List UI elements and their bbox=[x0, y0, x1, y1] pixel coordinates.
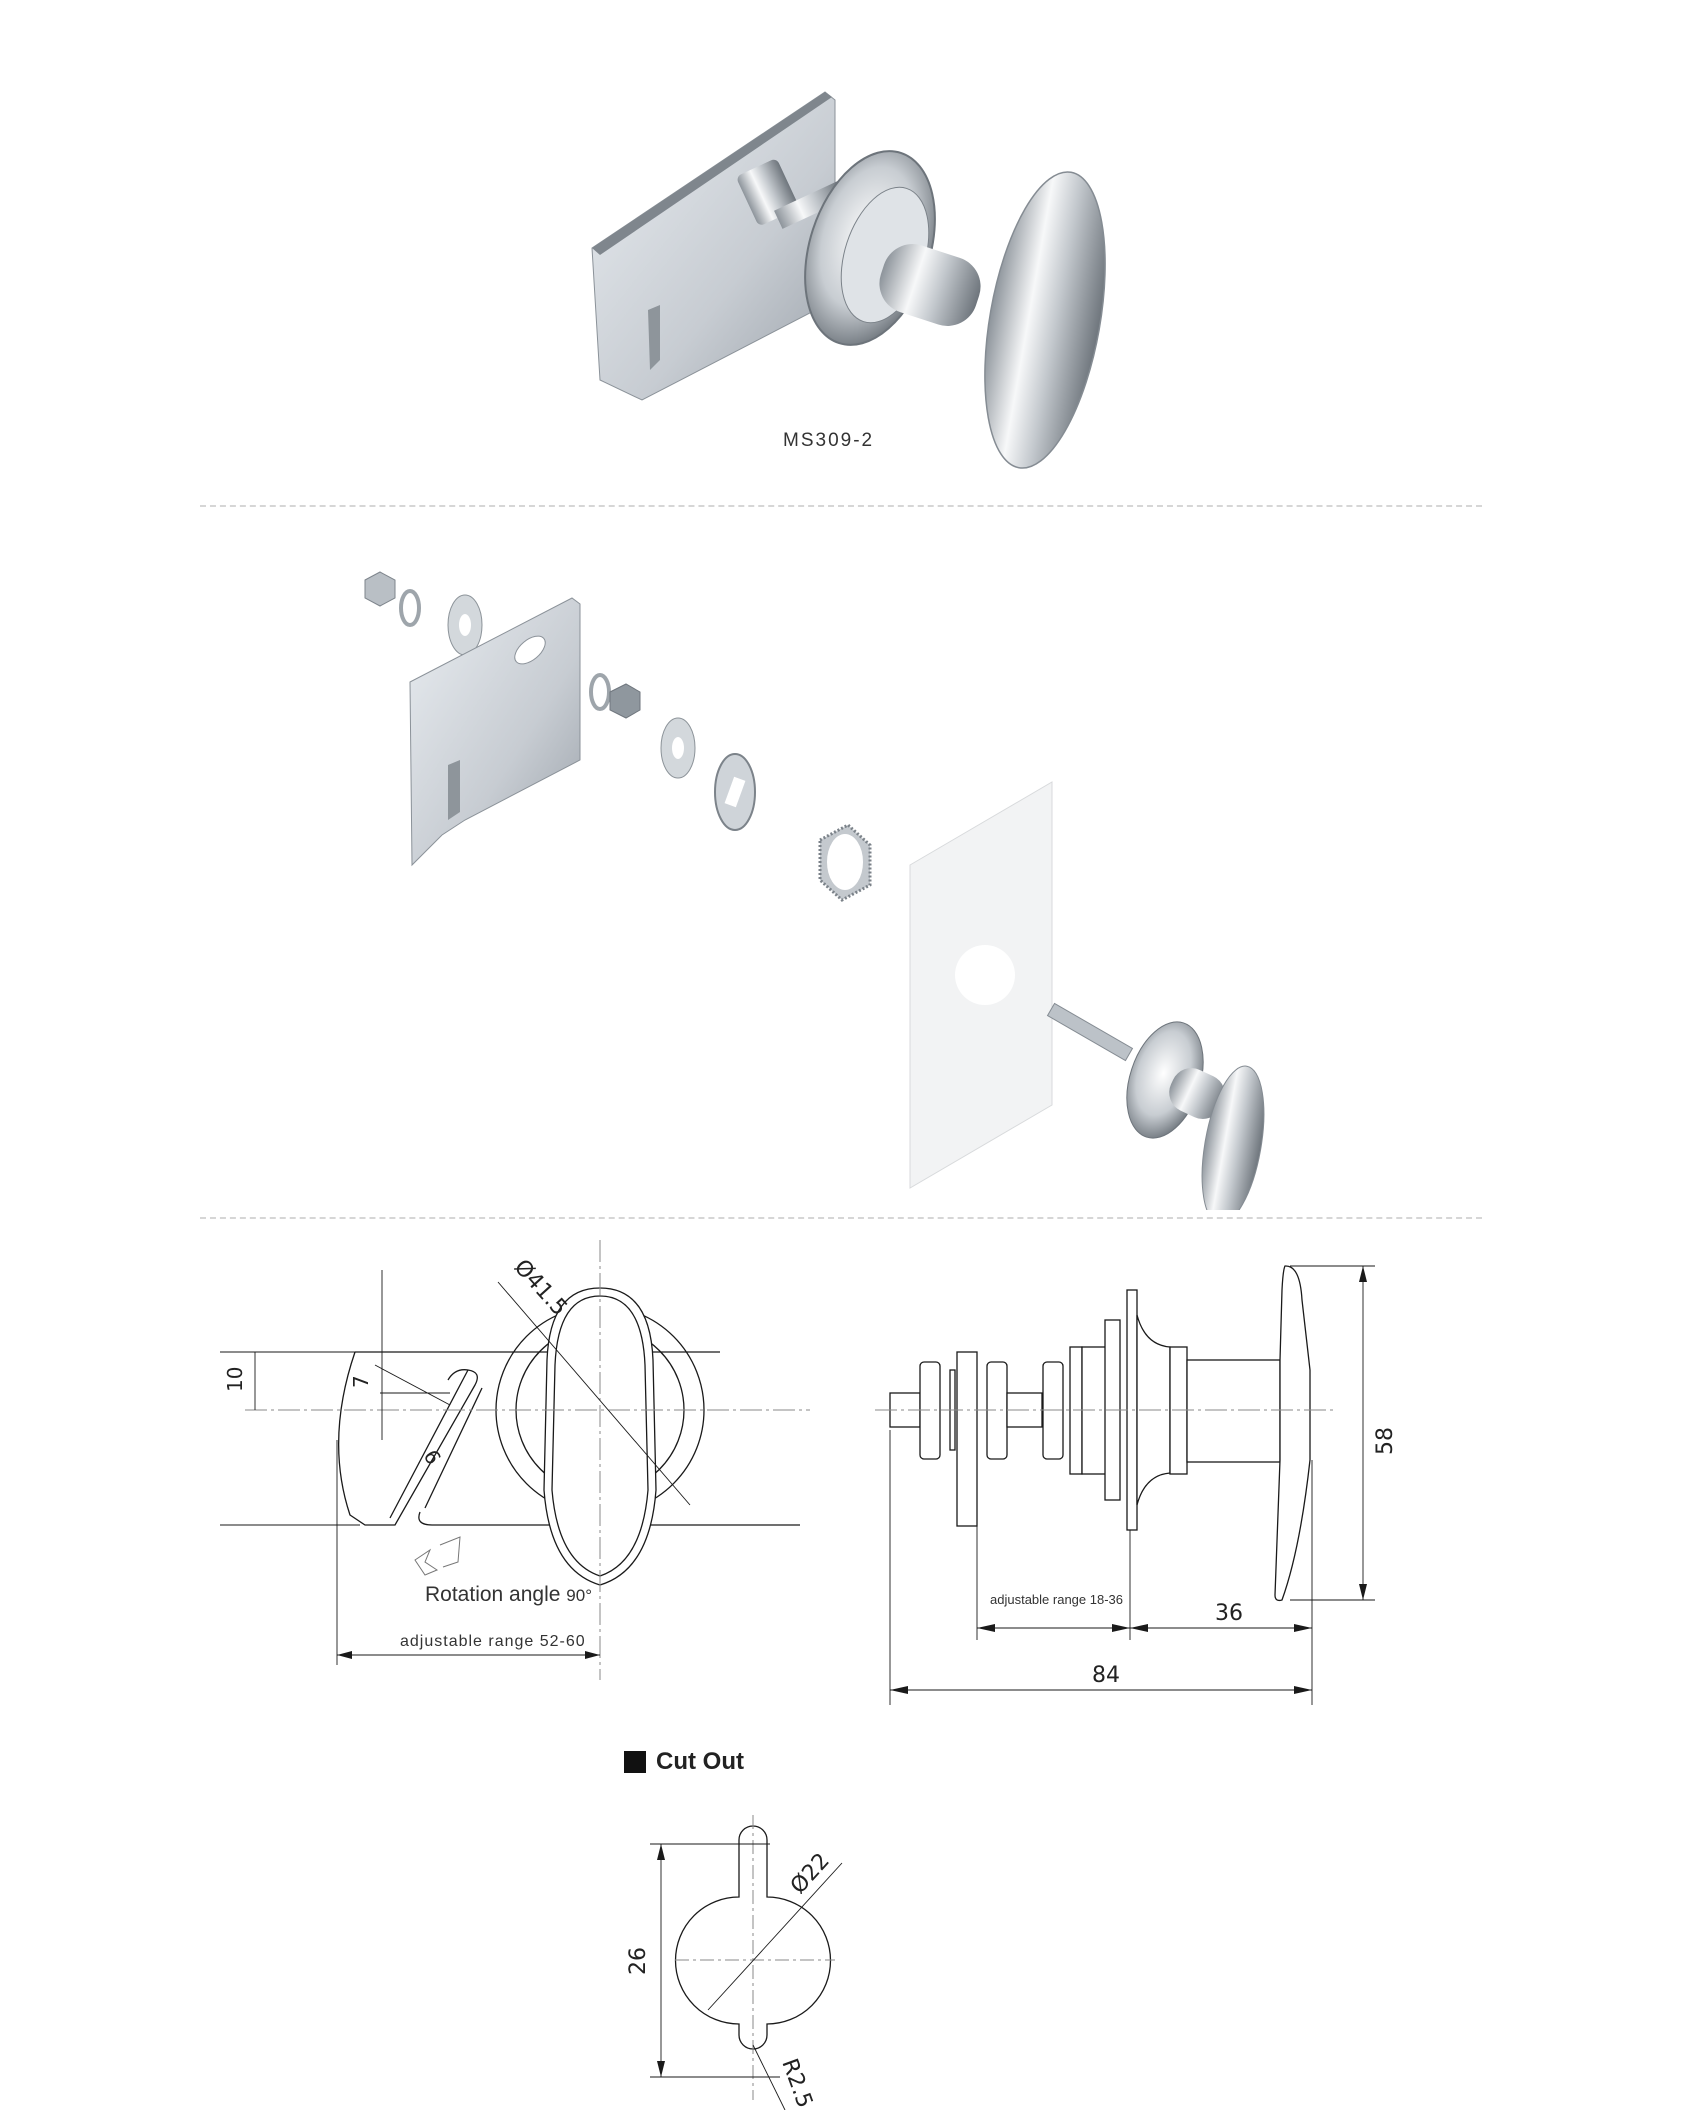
dim-diameter-label: Ø41.5 bbox=[509, 1255, 572, 1321]
product-render bbox=[560, 70, 1160, 470]
rotation-angle-label: Rotation angle 90° bbox=[425, 1583, 592, 1606]
dim-slot-offset: 7 bbox=[349, 1375, 373, 1388]
model-caption: MS309-2 bbox=[783, 430, 875, 451]
dim-handle-height: 58 bbox=[1373, 1427, 1398, 1455]
panel-cutout-hole bbox=[955, 945, 1015, 1005]
latch-illustration bbox=[591, 91, 1106, 469]
section-divider-2 bbox=[200, 1217, 1482, 1219]
exploded-view bbox=[180, 520, 1510, 1225]
cut-out-heading: Cut Out bbox=[624, 1748, 744, 1776]
dim-top-to-center: 10 bbox=[223, 1367, 247, 1392]
cut-out-radius: R2.5 bbox=[776, 2056, 817, 2110]
cut-out-svg: 26 Ø22 R2.5 bbox=[626, 1815, 843, 2111]
adjustable-range-52-60: adjustable range 52-60 bbox=[400, 1633, 586, 1650]
section-divider-1 bbox=[200, 505, 1482, 507]
dim-handle-depth: 36 bbox=[1215, 1601, 1243, 1626]
rotation-arrow-icon bbox=[414, 1536, 461, 1576]
adjustable-range-18-36: adjustable range 18-36 bbox=[990, 1592, 1123, 1607]
cut-out-diameter: Ø22 bbox=[786, 1849, 835, 1899]
side-view-drawing: 36 84 58 adjustable range 18-36 bbox=[870, 1250, 1470, 1720]
dim-slot-width: 6 bbox=[419, 1446, 446, 1469]
exploded-assembly-illustration bbox=[364, 571, 1265, 1225]
front-view-svg: Ø41.5 30 10 7 6 bbox=[181, 1240, 810, 1680]
dim-total-length: 84 bbox=[1092, 1663, 1120, 1688]
cut-out-drawing: 26 Ø22 R2.5 bbox=[620, 1800, 900, 2111]
hex-nut-part bbox=[364, 571, 396, 607]
front-view-drawing: Ø41.5 30 10 7 6 Rotation angle 90° adjus… bbox=[181, 1240, 820, 1680]
cut-out-height: 26 bbox=[626, 1947, 651, 1975]
square-bullet-icon bbox=[624, 1751, 646, 1773]
side-view-svg: 36 84 58 bbox=[875, 1265, 1398, 1705]
